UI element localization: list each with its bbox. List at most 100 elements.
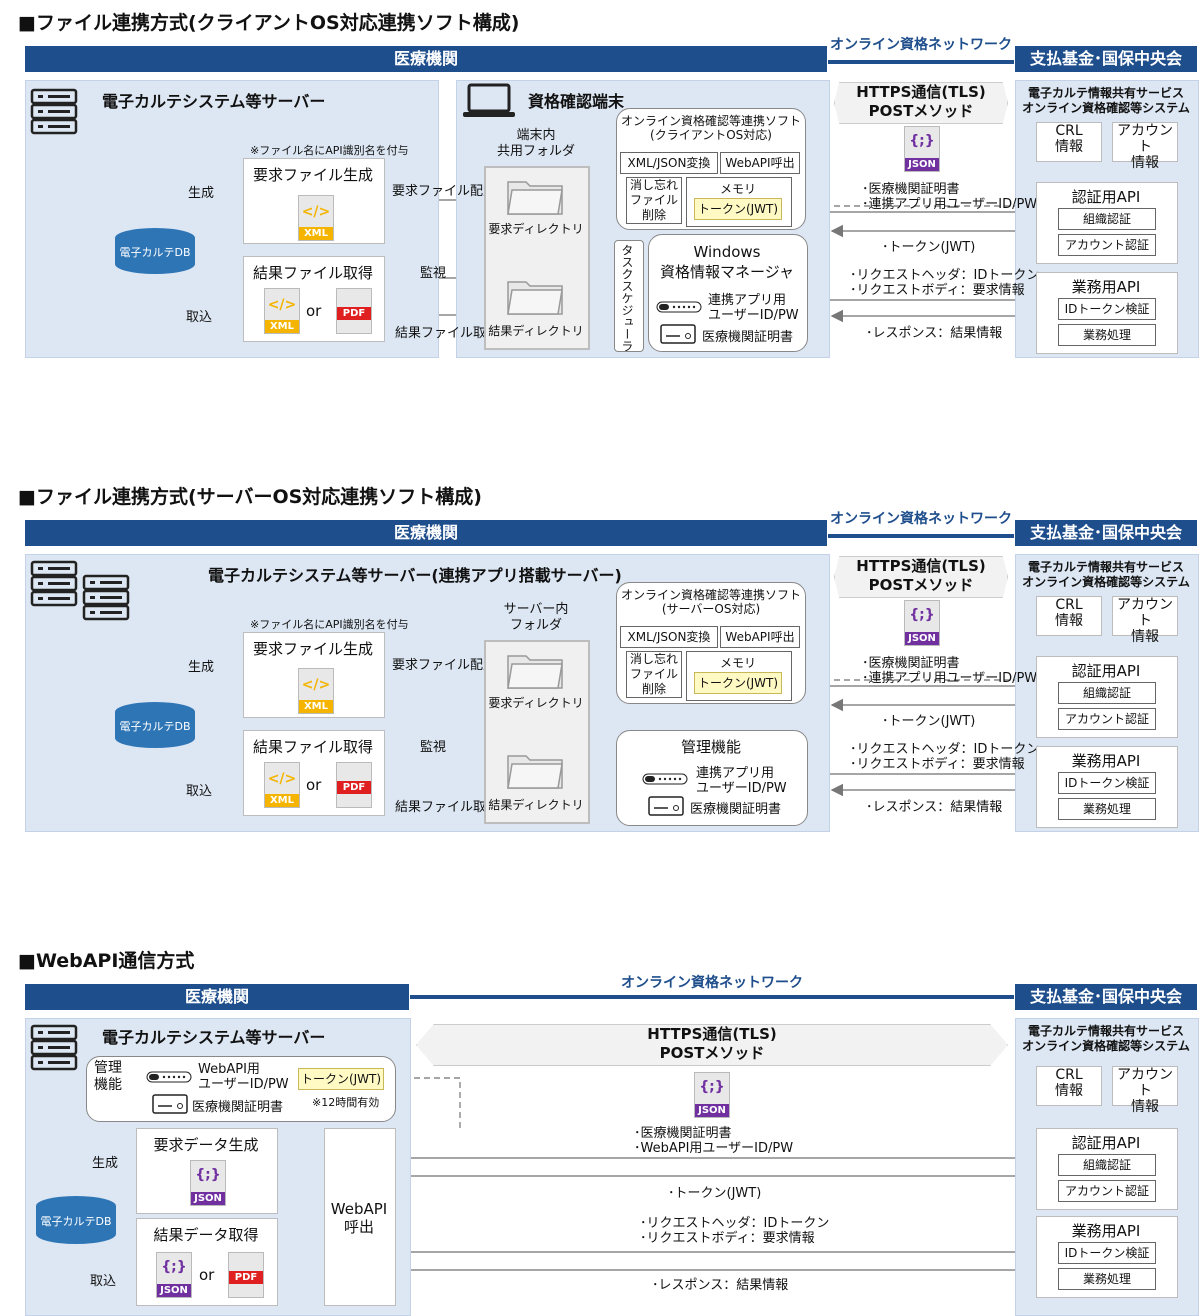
network-label: オンライン資格ネットワーク <box>621 975 803 991</box>
json-file-icon: {;}JSON <box>904 126 940 172</box>
req-dir-label: 要求ディレクトリ <box>488 696 584 710</box>
cert-icon <box>152 1094 188 1118</box>
id-pw-icon <box>642 770 688 789</box>
recv1-label: ･トークン(JWT) <box>882 714 976 729</box>
cert-icon <box>648 796 684 820</box>
server-icon <box>30 1024 78 1076</box>
json-file-icon: {;}JSON <box>904 600 940 646</box>
acct-auth: アカウント認証 <box>1058 708 1156 730</box>
auth-api-label: 認証用API <box>1071 662 1141 680</box>
req-file-gen-label: 要求ファイル生成 <box>252 166 373 184</box>
iryo-bar: 医療機関 <box>25 984 409 1010</box>
webapi-call-box <box>324 1128 396 1306</box>
req-data-gen-label: 要求データ生成 <box>153 1136 259 1154</box>
json-badge: JSON <box>191 1192 225 1205</box>
sys-title: 電子カルテ情報共有サービスオンライン資格確認等システム <box>1015 560 1197 590</box>
iryo-bar: 医療機関 <box>25 46 827 72</box>
xml-json-convert: XML/JSON変換 <box>620 152 718 174</box>
server-icon <box>82 574 130 626</box>
json-file-icon: {;}JSON <box>156 1252 192 1298</box>
req-place-label: 要求ファイル配置 <box>392 184 497 199</box>
recv2-label: ･レスポンス：結果情報 <box>866 326 1003 341</box>
iryo-bar: 医療機関 <box>25 520 827 546</box>
fetch-label: 取込 <box>186 784 213 799</box>
json-badge: JSON <box>905 632 939 645</box>
link-soft-title: オンライン資格確認等連携ソフト (サーバーOS対応) <box>620 588 801 616</box>
forget-delete: 消し忘れ ファイル 削除 <box>626 651 682 698</box>
sys-line1: 電子カルテ情報共有サービス <box>1027 1024 1184 1038</box>
pdf-file-icon: PDF <box>228 1252 264 1298</box>
watch-label: 監視 <box>420 266 447 281</box>
biz-api-label: 業務用API <box>1071 1222 1141 1240</box>
crl-info: CRL 情報 <box>1036 596 1102 636</box>
account-info: アカウント 情報 <box>1112 122 1178 171</box>
xml-badge: XML <box>265 320 299 333</box>
shiharai-bar: 支払基金･国保中央会 <box>1015 984 1197 1010</box>
cert-label: 医療機関証明書 <box>192 1100 284 1115</box>
id-pw-icon <box>656 298 702 317</box>
org-auth: 組織認証 <box>1058 1154 1156 1176</box>
task-scheduler-label: タスクスケジューラ <box>620 244 634 352</box>
gen-label: 生成 <box>92 1156 119 1171</box>
shiharai-bar: 支払基金･国保中央会 <box>1015 520 1197 546</box>
folder-icon <box>506 650 564 694</box>
sys-title: 電子カルテ情報共有サービスオンライン資格確認等システム <box>1015 1024 1197 1054</box>
res-file-get-label: 結果ファイル取得 <box>252 264 373 282</box>
sys-line2: オンライン資格確認等システム <box>1022 101 1190 115</box>
sys-line2: オンライン資格確認等システム <box>1022 575 1190 589</box>
req-place-label: 要求ファイル配置 <box>392 658 497 673</box>
res-fetch-label: 結果ファイル取得 <box>395 326 500 341</box>
recv1-label: ･トークン(JWT) <box>668 1186 762 1201</box>
server-title: 電子カルテシステム等サーバー(連携アプリ搭載サーバー) <box>208 566 622 585</box>
account-info: アカウント 情報 <box>1112 596 1178 645</box>
gen-label: 生成 <box>188 660 215 675</box>
https-line1: HTTPS通信(TLS) <box>856 83 986 101</box>
memory-label: メモリ <box>719 182 756 196</box>
section1-title: ■ファイル連携方式(クライアントOS対応連携ソフト構成) <box>18 12 520 34</box>
webapi-user-cred: WebAPI用 ユーザーID/PW <box>198 1062 289 1092</box>
json-badge: JSON <box>157 1284 191 1297</box>
sys-title: 電子カルテ情報共有サービスオンライン資格確認等システム <box>1015 86 1197 116</box>
gen-label: 生成 <box>188 186 215 201</box>
recv2-label: ･レスポンス：結果情報 <box>866 800 1003 815</box>
biz-proc: 業務処理 <box>1058 324 1156 346</box>
forget-delete: 消し忘れ ファイル 削除 <box>626 177 682 224</box>
xml-badge: XML <box>299 227 333 240</box>
api-note: ※ファイル名にAPI識別名を付与 <box>250 144 409 157</box>
api-note: ※ファイル名にAPI識別名を付与 <box>250 618 409 631</box>
json-badge: JSON <box>695 1104 729 1117</box>
req-file-gen-label: 要求ファイル生成 <box>252 640 373 658</box>
folder-title: 端末内 共用フォルダ <box>496 128 575 159</box>
webapi-call-label: WebAPI 呼出 <box>330 1200 388 1236</box>
server-folder <box>484 640 590 824</box>
xml-file-icon: </>XML <box>264 288 300 334</box>
server-icon <box>30 560 78 612</box>
pdf-file-icon: PDF <box>336 288 372 334</box>
webapi-call: WebAPI呼出 <box>720 626 800 648</box>
xml-badge: XML <box>265 794 299 807</box>
res-file-get-label: 結果ファイル取得 <box>252 738 373 756</box>
id-verify: IDトークン検証 <box>1058 298 1156 320</box>
https-line2: POSTメソッド <box>868 576 974 594</box>
json-badge: JSON <box>905 158 939 171</box>
res-data-get-label: 結果データ取得 <box>153 1226 259 1244</box>
folder-icon <box>506 176 564 220</box>
shiharai-bar: 支払基金･国保中央会 <box>1015 46 1197 72</box>
biz-proc: 業務処理 <box>1058 1268 1156 1290</box>
crl-info: CRL 情報 <box>1036 1066 1102 1106</box>
send2-label: ･リクエストヘッダ：IDトークン ･リクエストボディ：要求情報 <box>640 1216 830 1246</box>
fetch-label: 取込 <box>90 1274 117 1289</box>
or-label: or <box>306 302 322 320</box>
auth-api-label: 認証用API <box>1071 188 1141 206</box>
json-file-icon: {;}JSON <box>190 1160 226 1206</box>
req-dir-label: 要求ディレクトリ <box>488 222 584 236</box>
token-jwt: トークン(JWT) <box>694 672 782 694</box>
server-title: 電子カルテシステム等サーバー <box>102 92 326 111</box>
token-jwt: トークン(JWT) <box>694 198 782 220</box>
valid-note: ※12時間有効 <box>312 1096 380 1109</box>
network-label: オンライン資格ネットワーク <box>830 511 1012 527</box>
or-label: or <box>199 1266 215 1284</box>
link-soft-title: オンライン資格確認等連携ソフト (クライアントOS対応) <box>620 114 801 142</box>
watch-label: 監視 <box>420 740 447 755</box>
section2-title: ■ファイル連携方式(サーバーOS対応連携ソフト構成) <box>18 486 482 508</box>
